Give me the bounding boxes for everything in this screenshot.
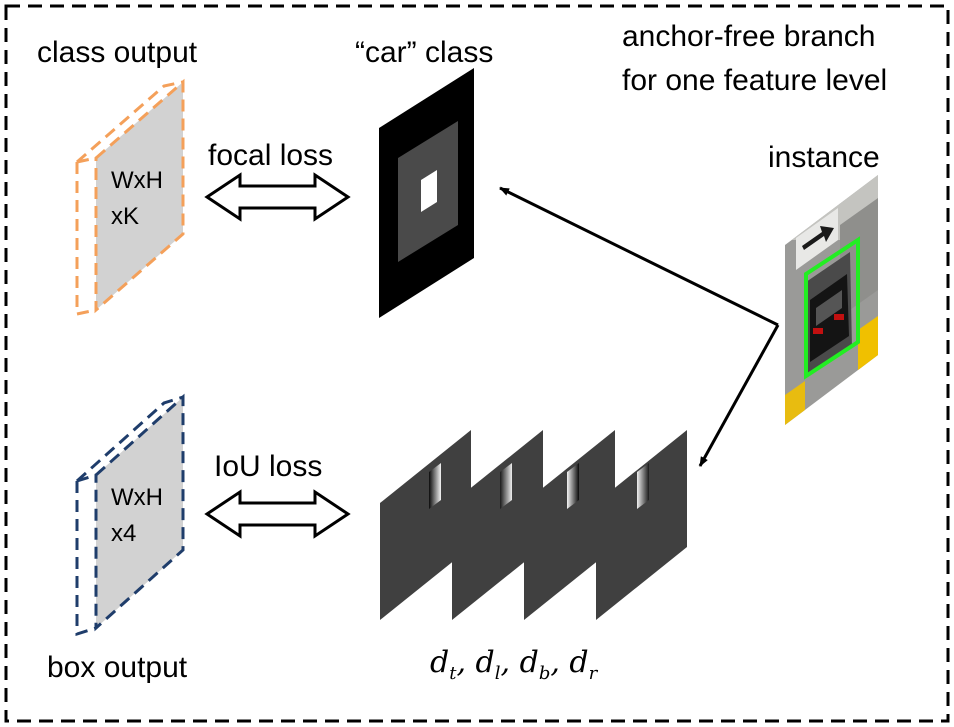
box-output-dims-line-2: x4 (111, 520, 137, 547)
class-output-dims-line-1: WxH (111, 167, 163, 194)
car-class-map (379, 68, 474, 318)
target-d-t: dt (430, 645, 457, 684)
target-d-l: dl (475, 645, 501, 684)
instance-bounding-box (804, 236, 860, 380)
box-output-title: box output (47, 651, 188, 684)
car-class-title: “car” class (355, 36, 494, 69)
regression-map-2-hotspot (500, 463, 512, 509)
focal-loss-label: focal loss (208, 139, 334, 172)
regression-targets-formula: dt, dl, db, dr (430, 645, 598, 684)
regression-map-1-hotspot (429, 463, 441, 509)
regression-map-3-hotspot (567, 463, 579, 509)
regression-maps (380, 430, 687, 620)
box-output-dims-line-1: WxH (111, 484, 163, 511)
regression-map-3 (524, 430, 615, 620)
iou-loss-double-arrow (204, 489, 351, 539)
focal-loss-double-arrow (204, 172, 351, 222)
regression-map-1 (380, 430, 471, 620)
regression-map-4-hotspot (637, 463, 649, 509)
branch-title-line-1: anchor-free branch (622, 20, 876, 53)
regression-map-2 (452, 430, 543, 620)
instance-image (785, 175, 878, 425)
class-output-dims: WxH xK (111, 163, 163, 235)
box-output-volume (75, 393, 185, 637)
branch-title-line-2: for one feature level (622, 64, 888, 97)
iou-loss-label: IoU loss (214, 450, 323, 483)
instance-to-regression-arrow (698, 324, 780, 467)
class-output-title: class output (37, 36, 198, 69)
class-output-dims-line-2: xK (111, 203, 140, 230)
regression-map-4 (596, 430, 687, 620)
box-output-dims: WxH x4 (111, 480, 163, 552)
branch-frame (4, 4, 950, 723)
target-d-b: db (519, 645, 551, 684)
instance-label: instance (768, 141, 880, 174)
instance-to-car-class-arrow (499, 186, 779, 327)
target-d-r: dr (569, 645, 598, 684)
class-output-volume (75, 78, 185, 316)
